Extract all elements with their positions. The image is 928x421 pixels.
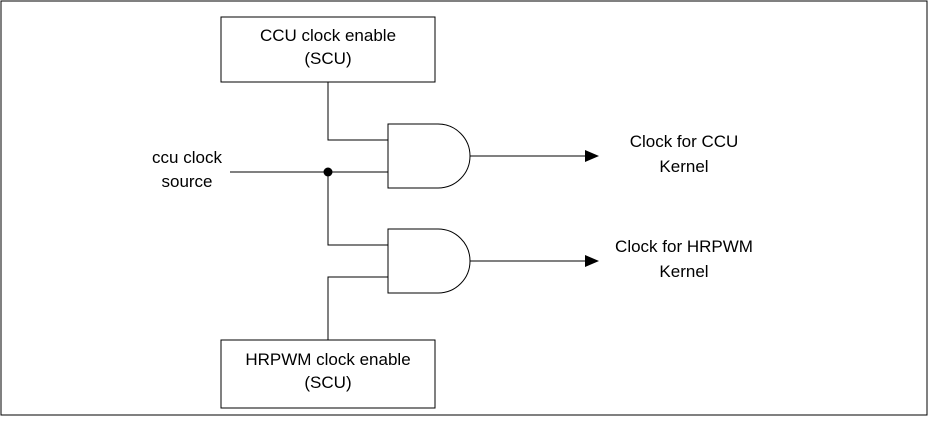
and-gate-ccu bbox=[387, 123, 471, 189]
input-label-line1: ccu clock bbox=[152, 148, 222, 167]
branch-wire bbox=[327, 172, 388, 246]
hrpwm-output-arrowhead bbox=[585, 255, 599, 267]
ccu-enable-line1: CCU clock enable bbox=[260, 26, 396, 45]
hrpwm-clock-enable-box bbox=[220, 339, 436, 409]
hrpwm-output-label-line2: Kernel bbox=[659, 262, 708, 281]
ccu-enable-line2: (SCU) bbox=[304, 49, 351, 68]
ccu-output-label-line2: Kernel bbox=[659, 157, 708, 176]
wires bbox=[230, 82, 585, 340]
hrpwm-enable-line1: HRPWM clock enable bbox=[245, 350, 410, 369]
junction-dot bbox=[323, 167, 333, 177]
and-gate-hrpwm bbox=[387, 228, 471, 294]
hrpwm-enable-line2: (SCU) bbox=[304, 373, 351, 392]
ccu-clock-enable-box bbox=[220, 16, 436, 83]
ccu-output-label-line1: Clock for CCU bbox=[630, 132, 739, 151]
hrpwm-enable-wire bbox=[327, 276, 388, 340]
ccu-output-arrowhead bbox=[585, 150, 599, 162]
hrpwm-output-label-line1: Clock for HRPWM bbox=[615, 237, 753, 256]
input-label-line2: source bbox=[161, 172, 212, 191]
ccu-enable-wire bbox=[327, 82, 388, 141]
